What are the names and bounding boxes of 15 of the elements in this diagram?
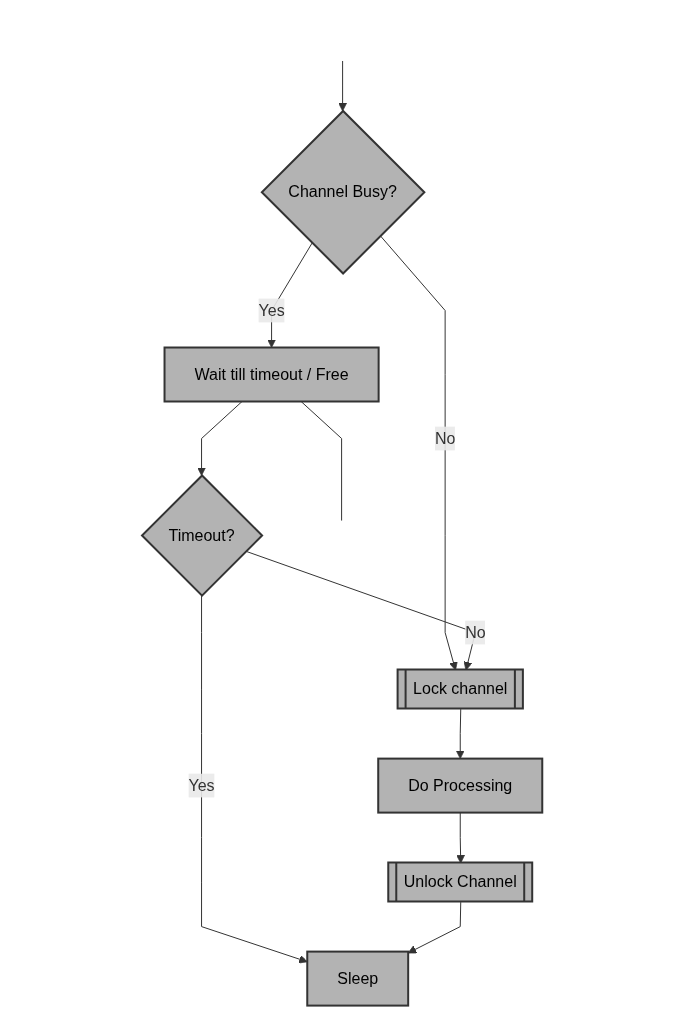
node-box: Do Processing: [377, 757, 544, 814]
connector: [300, 400, 342, 521]
node-diamond: Timeout?: [140, 473, 264, 597]
edge-label: No: [464, 623, 486, 641]
arrow: [197, 400, 243, 476]
edge-label: Yes: [188, 776, 215, 794]
node-box: Sleep: [306, 950, 410, 1007]
node-diamond: Channel Busy?: [260, 109, 426, 275]
arrow: [200, 594, 308, 964]
arrow: [338, 60, 347, 112]
node-box: Wait till timeout / Free: [163, 346, 380, 403]
arrow: [455, 708, 465, 759]
arrow: [407, 901, 462, 954]
edge-label: Yes: [258, 301, 285, 319]
edge-label: No: [434, 429, 456, 447]
